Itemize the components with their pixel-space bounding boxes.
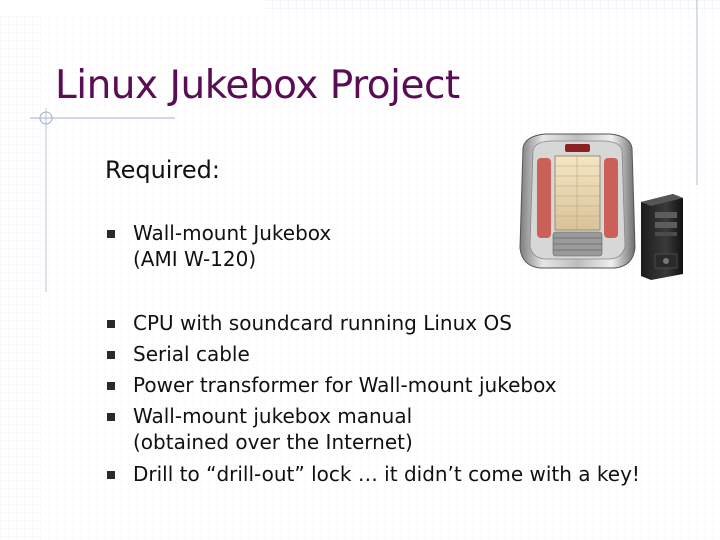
bullet-square-icon	[107, 382, 115, 390]
bullet-square-icon	[107, 471, 115, 479]
list-item-text: Drill to “drill-out” lock … it didn’t co…	[133, 462, 640, 486]
list-item: Wall-mount Jukebox (AMI W-120)	[107, 220, 707, 272]
list-item-text: CPU with soundcard running Linux OS	[133, 311, 512, 335]
subheading: Required:	[105, 156, 220, 184]
bullet-square-icon	[107, 413, 115, 421]
bullet-square-icon	[107, 320, 115, 328]
list-item-text: Wall-mount Jukebox (AMI W-120)	[133, 221, 332, 271]
computer-tower-image	[641, 194, 683, 280]
list-item-text: Power transformer for Wall-mount jukebox	[133, 373, 557, 397]
bullet-square-icon	[107, 351, 115, 359]
list-item-text: Serial cable	[133, 342, 250, 366]
jukebox-image	[519, 133, 636, 269]
bullet-square-icon	[107, 230, 115, 238]
list-item: Wall-mount jukebox manual (obtained over…	[107, 403, 707, 455]
list-item-text: Wall-mount jukebox manual (obtained over…	[133, 404, 413, 454]
slide-title: Linux Jukebox Project	[55, 63, 460, 108]
